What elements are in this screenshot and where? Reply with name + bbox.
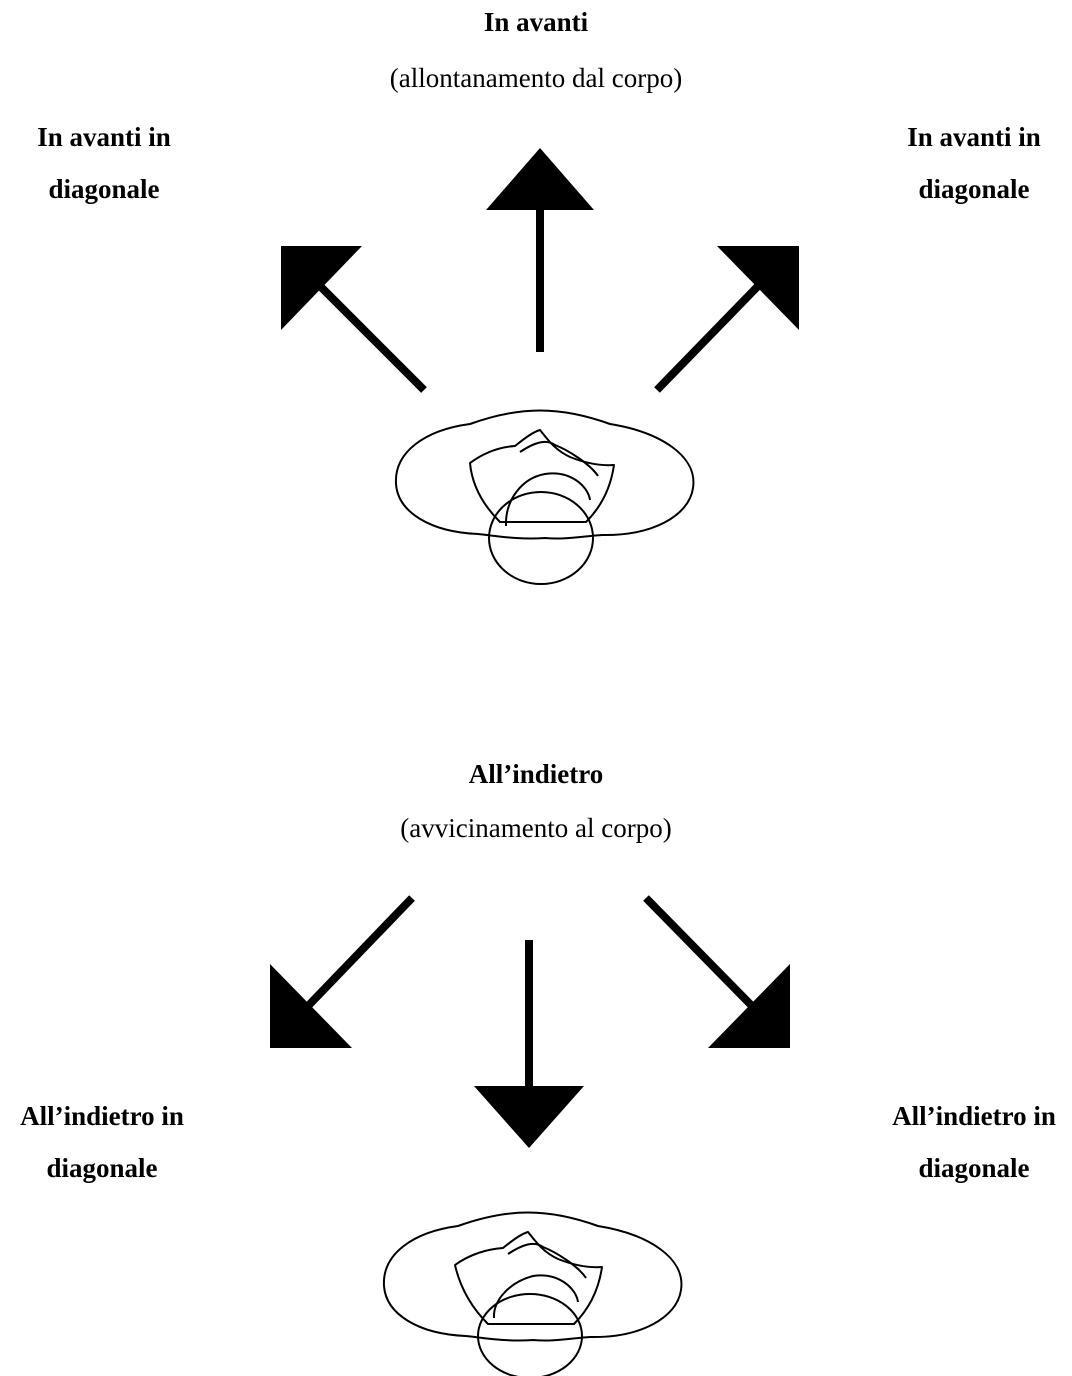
backward-heading: All’indietro [468, 759, 604, 789]
person-top-view-icon [394, 409, 695, 585]
forward-diagonal-left-arrow-icon [281, 246, 427, 393]
backward-subheading: (avvicinamento al corpo) [400, 813, 672, 843]
forward-diagonal-left-label: In avanti in diagonale [14, 111, 194, 215]
forward-diagonal-right-line2: diagonale [918, 174, 1030, 204]
forward-diagonal-left-line1: In avanti in [37, 122, 171, 152]
backward-diagonal-right-line2: diagonale [918, 1153, 1030, 1183]
backward-diagonal-left-line2: diagonale [46, 1153, 158, 1183]
forward-diagonal-left-line2: diagonale [48, 174, 160, 204]
person-top-view-icon [382, 1211, 683, 1376]
forward-diagonal-right-line1: In avanti in [907, 122, 1041, 152]
backward-diagonal-right-line1: All’indietro in [892, 1101, 1056, 1131]
backward-diagonal-right-arrow-icon [643, 895, 790, 1048]
forward-diagonal-right-label: In avanti in diagonale [884, 111, 1064, 215]
backward-diagonal-left-arrow-icon [270, 895, 415, 1048]
backward-diagonal-left-label: All’indietro in diagonale [2, 1090, 202, 1194]
forward-diagonal-right-arrow-icon [654, 246, 799, 393]
backward-diagonal-left-line1: All’indietro in [20, 1101, 184, 1131]
backward-arrow-icon [474, 940, 584, 1148]
forward-arrow-icon [486, 148, 594, 352]
backward-diagonal-right-label: All’indietro in diagonale [874, 1090, 1072, 1194]
forward-heading: In avanti [483, 7, 589, 37]
forward-subheading: (allontanamento dal corpo) [389, 63, 683, 93]
